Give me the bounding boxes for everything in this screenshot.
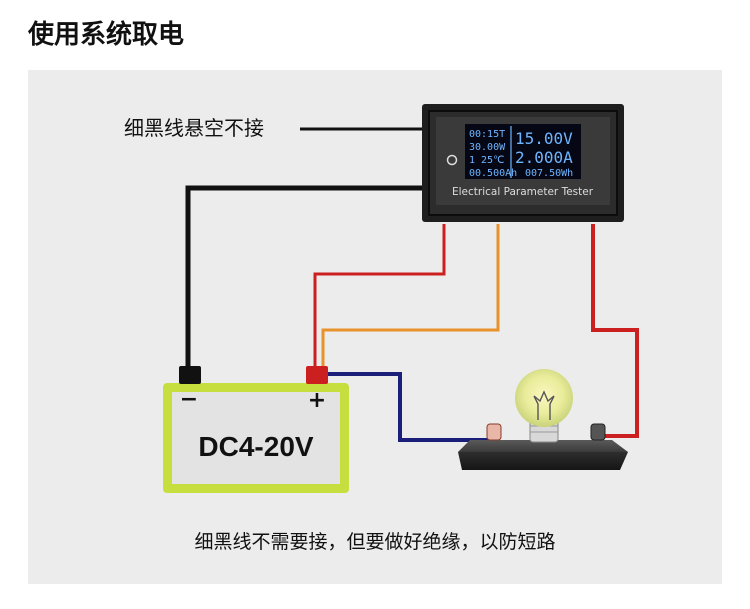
bulb-filament [533,390,555,420]
screen-energy: 007.50Wh [525,168,573,179]
screen-voltage: 15.00V [515,129,573,148]
meter-button-icon [446,154,458,166]
battery [163,366,349,493]
meter-name: Electrical Parameter Tester [452,186,594,198]
meter-screen [465,124,581,179]
red-wire-to-plus [313,224,446,370]
left-terminal [486,423,502,441]
bulb-glass [515,369,573,427]
screen-power: 30.00W [469,142,506,153]
plus-sign: + [308,388,326,413]
red-wire-to-load [591,224,639,438]
black-wire [185,185,424,370]
screen-capacity: 00.500Ah [469,168,517,179]
minus-terminal [179,366,201,384]
screen-temp: 1 25℃ [469,155,504,166]
screen-time: 00:15T [469,129,505,140]
light-bulb-load [458,369,628,470]
meter-device [422,104,624,222]
plus-terminal [306,366,328,384]
black-wire-label: 细黑线悬空不接 [124,116,264,140]
blue-wire [327,372,494,442]
screen-current: 2.000A [515,148,573,167]
battery-voltage-label: DC4-20V [198,431,313,462]
orange-wire [321,224,500,370]
caption: 细黑线不需要接，但要做好绝缘，以防短路 [194,531,556,553]
page-title: 使用系统取电 [28,20,185,50]
minus-sign: − [180,387,198,412]
right-terminal [590,423,606,441]
